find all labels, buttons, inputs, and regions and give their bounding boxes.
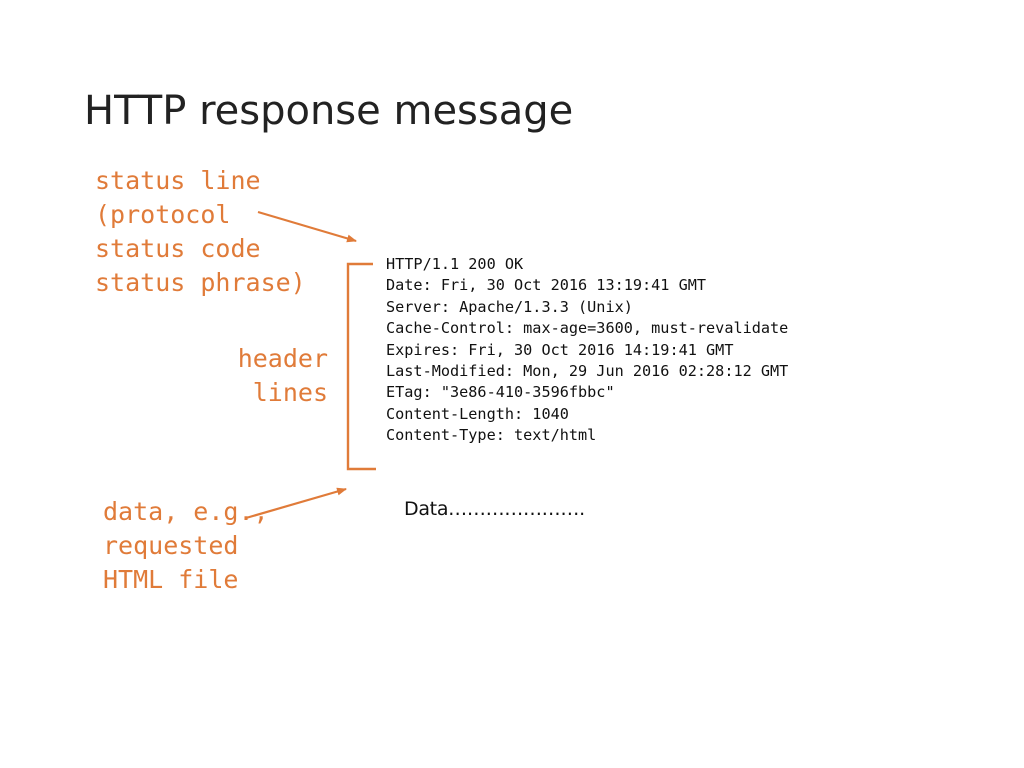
- status-line-annotation: status line (protocol status code status…: [95, 164, 306, 300]
- header-line: ETag: "3e86-410-3596fbbc": [386, 383, 615, 402]
- data-annotation-line: data, e.g.,: [103, 497, 269, 526]
- data-annotation-line: requested: [103, 531, 239, 560]
- status-line: HTTP/1.1 200 OK: [386, 255, 524, 273]
- status-line-annotation-line: status line: [95, 166, 261, 195]
- header-line: Date: Fri, 30 Oct 2016 13:19:41 GMT: [386, 276, 707, 295]
- header-lines-annotation-line: header: [237, 344, 328, 373]
- response-body: Data………………….: [404, 498, 585, 520]
- data-annotation: data, e.g., requested HTML file: [103, 495, 269, 597]
- status-line-annotation-line: (protocol: [95, 200, 231, 229]
- header-lines-bracket: [346, 262, 376, 471]
- status-line-annotation-line: status code: [95, 234, 261, 263]
- header-line: Server: Apache/1.3.3 (Unix): [386, 297, 633, 316]
- header-line: Last-Modified: Mon, 29 Jun 2016 02:28:12…: [386, 362, 789, 381]
- slide-title: HTTP response message: [84, 88, 574, 134]
- header-line: Expires: Fri, 30 Oct 2016 14:19:41 GMT: [386, 340, 734, 359]
- header-lines-annotation-line: lines: [252, 378, 328, 407]
- response-message: HTTP/1.1 200 OK Date: Fri, 30 Oct 2016 1…: [386, 254, 788, 447]
- header-lines-annotation: header lines: [228, 342, 328, 410]
- data-annotation-line: HTML file: [103, 565, 239, 594]
- header-line: Cache-Control: max-age=3600, must-revali…: [386, 319, 789, 338]
- status-line-annotation-line: status phrase): [95, 268, 306, 297]
- header-line: Content-Type: text/html: [386, 426, 597, 445]
- header-line: Content-Length: 1040: [386, 404, 569, 423]
